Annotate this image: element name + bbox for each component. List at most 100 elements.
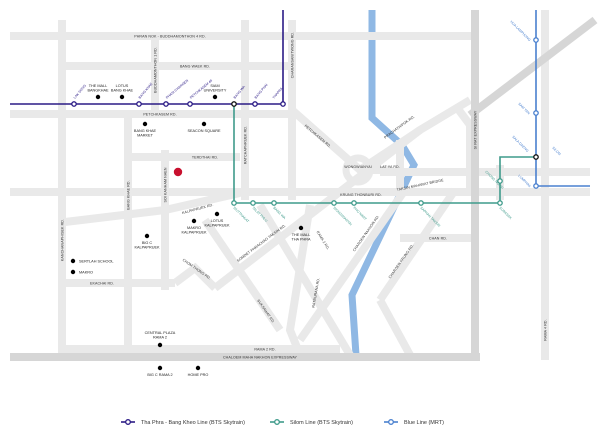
road-label: BUDDHAMONTHON 1 RD.	[154, 47, 158, 93]
road-label: KANCHANAPHISEK RD.	[61, 219, 65, 261]
station-bang-wa-silom[interactable]	[271, 200, 277, 206]
poi-label: KALPAPRUEK	[134, 246, 160, 250]
station-label: SURASAK	[498, 206, 513, 221]
poi-label: CENTRAL PLAZA	[145, 331, 176, 335]
poi-dot	[191, 218, 197, 224]
legend-silom: Silom Line (BTS Skytrain)	[270, 419, 353, 426]
station-chong-nonsi[interactable]	[497, 178, 503, 184]
poi-label: THE MALL	[292, 233, 311, 237]
legend-label: Silom Line (BTS Skytrain)	[290, 420, 353, 426]
poi-dot	[298, 225, 304, 231]
roads	[10, 10, 598, 361]
project-location-marker[interactable]	[173, 167, 183, 177]
station-lak-song[interactable]	[71, 101, 77, 107]
station-wutthakat[interactable]	[231, 200, 237, 206]
station-label: SILOM	[551, 146, 561, 156]
station-sam-yan[interactable]	[533, 110, 539, 116]
road-label: CHALOEM MAHA NAKHON EXPRESSWAY	[223, 356, 298, 360]
station-bang-wa[interactable]	[231, 101, 237, 107]
poi-label: LOTUS	[211, 219, 224, 223]
road-label: WONGWIANYAI	[344, 165, 372, 169]
station-thapra[interactable]	[280, 101, 286, 107]
station-label: HUA LAMPHONG	[509, 20, 531, 42]
poi-dot	[201, 121, 207, 127]
station-hua-lamphong[interactable]	[533, 37, 539, 43]
station-pho-nimit[interactable]	[351, 200, 357, 206]
points-of-interest: THE MALL BANGKHAE LOTUS BANG KHAE SIAM U…	[70, 84, 311, 377]
poi-label: HOME PRO	[188, 373, 209, 377]
poi-label: SIAM	[210, 84, 219, 88]
poi-dot	[142, 121, 148, 127]
road-label: BANG WAEK RD.	[180, 65, 210, 69]
road-label: RAMA 2 RD.	[254, 348, 275, 352]
station-label: LAK SONG	[73, 84, 87, 100]
poi-label: RAMA 2	[153, 336, 167, 340]
poi-label: THA PHRA	[292, 238, 311, 242]
road-label: PETCHKASEM RD.	[143, 113, 176, 117]
road-label: BANG KHAE RD.	[127, 180, 131, 209]
station-silom[interactable]	[533, 154, 539, 160]
poi-label: BIG C RAMA 2	[147, 373, 172, 377]
road-label: RAMA 2 RD.	[315, 230, 330, 250]
legend-blue: Blue Line (MRT)	[384, 419, 444, 426]
station-phasi-charoen[interactable]	[163, 101, 169, 107]
poi-label: MAKRO	[79, 271, 93, 275]
station-label: BANG WA	[272, 206, 287, 221]
station-wongwianyai[interactable]	[331, 200, 337, 206]
station-label: PHO NIMIT	[352, 206, 367, 221]
station-talat-phlu[interactable]	[250, 200, 256, 206]
poi-dot	[214, 211, 220, 217]
station-bang-khae[interactable]	[136, 101, 142, 107]
road-label: CHARANSANITWONG RD.	[291, 32, 295, 78]
road-label: KRUNG THONBURI RD.	[340, 193, 382, 197]
road-label: RATCHAPHRUEK RD.	[244, 126, 248, 164]
legend-label: Tha Phra - Bang Kheo Line (BTS Skytrain)	[141, 420, 245, 426]
station-label: SAM YAN	[517, 102, 531, 116]
poi-dot	[157, 342, 163, 348]
poi-label: KALPAPRUEK	[181, 231, 207, 235]
station-petchkasem-48[interactable]	[187, 101, 193, 107]
road-label: SI RAT EXPRESSWAY	[474, 110, 478, 149]
station-label: SALA DAENG	[511, 135, 529, 153]
poi-dot	[212, 94, 218, 100]
river	[348, 10, 418, 356]
poi-dot	[119, 94, 125, 100]
station-bang-phai[interactable]	[252, 101, 258, 107]
poi-label: SERTLAH SCHOOL	[79, 260, 114, 264]
poi-dot	[144, 233, 150, 239]
poi-label: BANG KHAE	[111, 89, 134, 93]
road-label: CHAN RD.	[429, 237, 447, 241]
road-label: SOI KANHAM NAEN	[164, 167, 168, 202]
poi-label: BANG KHAE	[134, 129, 157, 133]
poi-label: MARKET	[137, 134, 154, 138]
poi-dot	[70, 269, 76, 275]
road-label: LAT YA RD.	[380, 165, 400, 169]
station-surasak[interactable]	[497, 200, 503, 206]
station-label: WONGWIANYAI	[332, 206, 353, 227]
poi-label: UNIVERSITY	[204, 89, 227, 93]
station-label: PHASI CHAROEN	[165, 78, 189, 99]
poi-label: THE MALL	[89, 84, 108, 88]
poi-dot	[70, 258, 76, 264]
road-label: EKACHAI RD.	[90, 282, 114, 286]
poi-dot	[95, 94, 101, 100]
legend-purple: Tha Phra - Bang Kheo Line (BTS Skytrain)	[121, 419, 245, 426]
poi-dot	[195, 365, 201, 371]
road-label: PHRAN NOK - BUDDHAMONTHON 4 RD.	[134, 35, 206, 39]
poi-dot	[157, 365, 163, 371]
station-label: LUMPHINI	[517, 174, 531, 188]
station-label: WUTTHAKAT	[232, 206, 250, 224]
poi-label: BIG C	[142, 241, 153, 245]
road-label: TERDTHAI RD.	[192, 156, 218, 160]
poi-label: MAKRO	[187, 226, 201, 230]
poi-label: BANGKHAE	[87, 89, 109, 93]
station-lumphini[interactable]	[533, 183, 539, 189]
station-label: BANG PHAI	[254, 83, 269, 100]
legend-label: Blue Line (MRT)	[404, 420, 444, 426]
station-saphan-taksin[interactable]	[418, 200, 424, 206]
poi-label: LOTUS	[116, 84, 129, 88]
road-label: RATBURANA RD.	[311, 278, 320, 308]
road-label: RAMA 4 RD.	[544, 319, 548, 340]
poi-label: SEACON SQUARE	[187, 129, 221, 133]
